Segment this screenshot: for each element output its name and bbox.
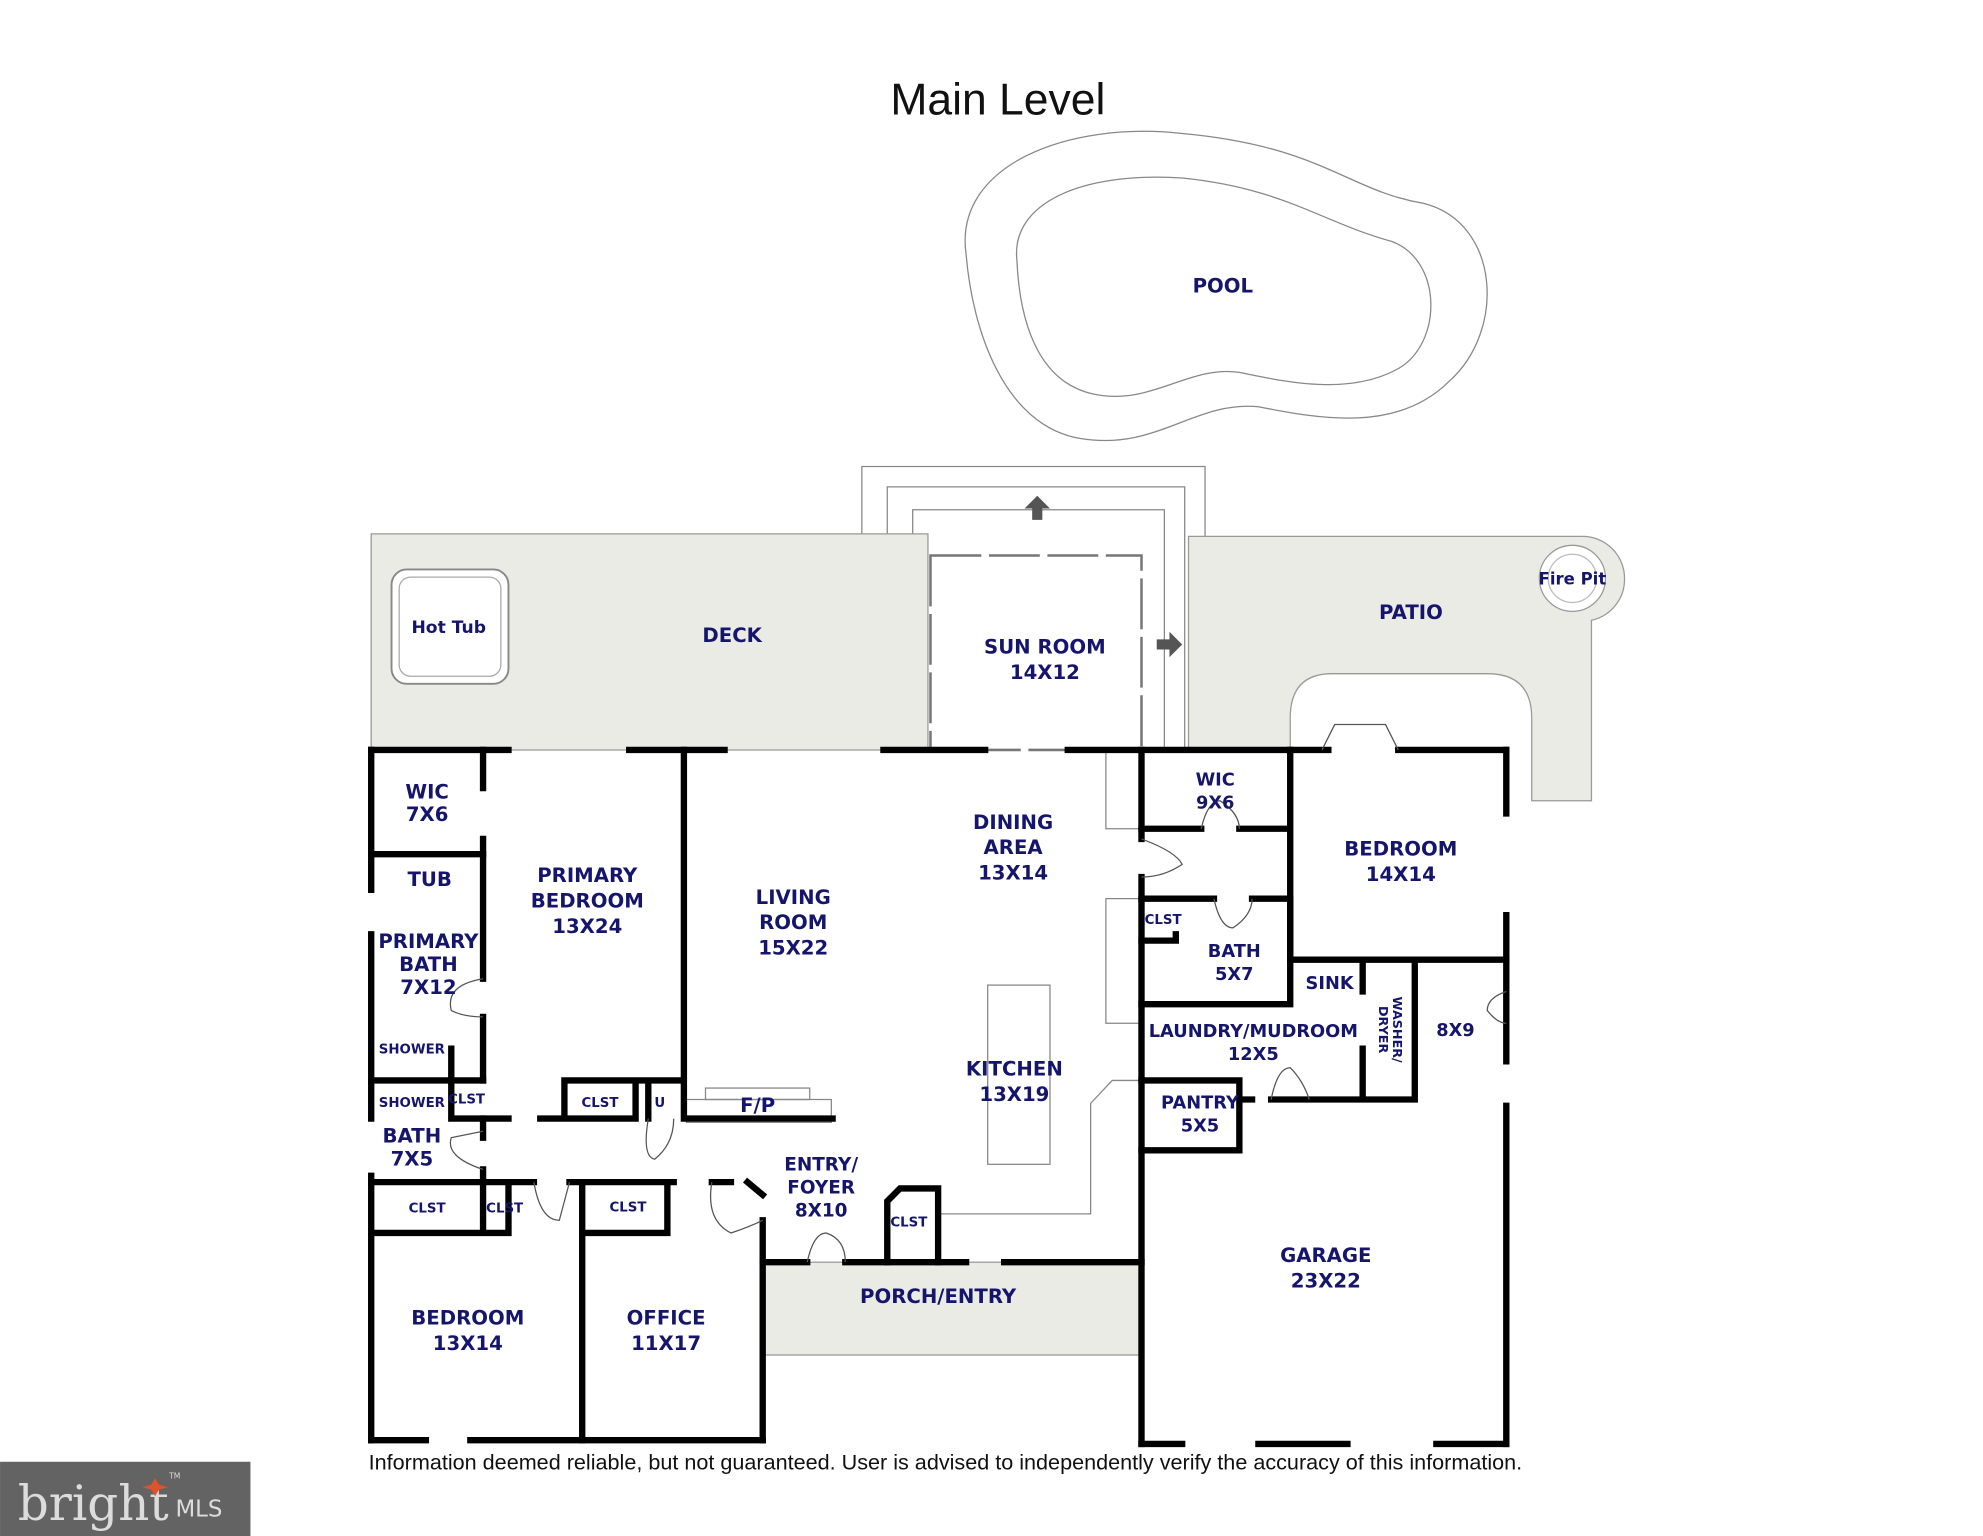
closet-label: CLST — [448, 1092, 486, 1107]
fixtures — [685, 749, 1142, 1215]
closet-label: CLST — [486, 1202, 524, 1217]
door-swings — [449, 723, 1507, 1263]
shower-label: SHOWER — [379, 1043, 445, 1058]
svg-text:bright: bright — [18, 1476, 169, 1532]
svg-text:MLS: MLS — [175, 1496, 222, 1522]
bright-mls-logo: bright TM MLS — [0, 1461, 251, 1536]
porch-label: PORCH/ENTRY — [860, 1285, 1017, 1308]
pool-label: POOL — [1193, 274, 1253, 297]
storage-label: 8X9 — [1436, 1020, 1474, 1041]
closet-label: CLST — [890, 1216, 928, 1231]
hot-tub-label: Hot Tub — [411, 618, 486, 638]
deck-label: DECK — [702, 624, 762, 647]
walls — [368, 746, 1510, 1448]
tub-label: TUB — [407, 868, 451, 891]
star-icon — [142, 1478, 168, 1497]
closet-label: CLST — [409, 1202, 447, 1217]
utility-label: U — [654, 1096, 665, 1111]
washer-dryer-label: WASHER/DRYER — [1376, 997, 1405, 1064]
pool: POOL — [964, 130, 1488, 442]
fireplace-label: F/P — [740, 1094, 775, 1117]
arrow-right-icon — [1156, 631, 1183, 658]
closet-label: CLST — [1145, 913, 1183, 928]
closet-label: CLST — [582, 1096, 620, 1111]
fire-pit-label: Fire Pit — [1539, 570, 1607, 589]
sun-room — [929, 554, 1143, 752]
fire-pit — [1538, 544, 1607, 613]
svg-text:TM: TM — [168, 1471, 180, 1480]
hot-tub — [390, 568, 510, 685]
sink-label: SINK — [1306, 973, 1355, 994]
patio-label: PATIO — [1379, 601, 1443, 624]
closet-label: CLST — [609, 1200, 647, 1215]
arrow-up-icon — [1024, 495, 1050, 520]
disclaimer: Information deemed reliable, but not gua… — [369, 1449, 1523, 1474]
shower-label: SHOWER — [379, 1096, 445, 1111]
patio — [1187, 535, 1626, 802]
porch — [762, 1261, 1143, 1356]
plan-title: Main Level — [890, 75, 1105, 124]
